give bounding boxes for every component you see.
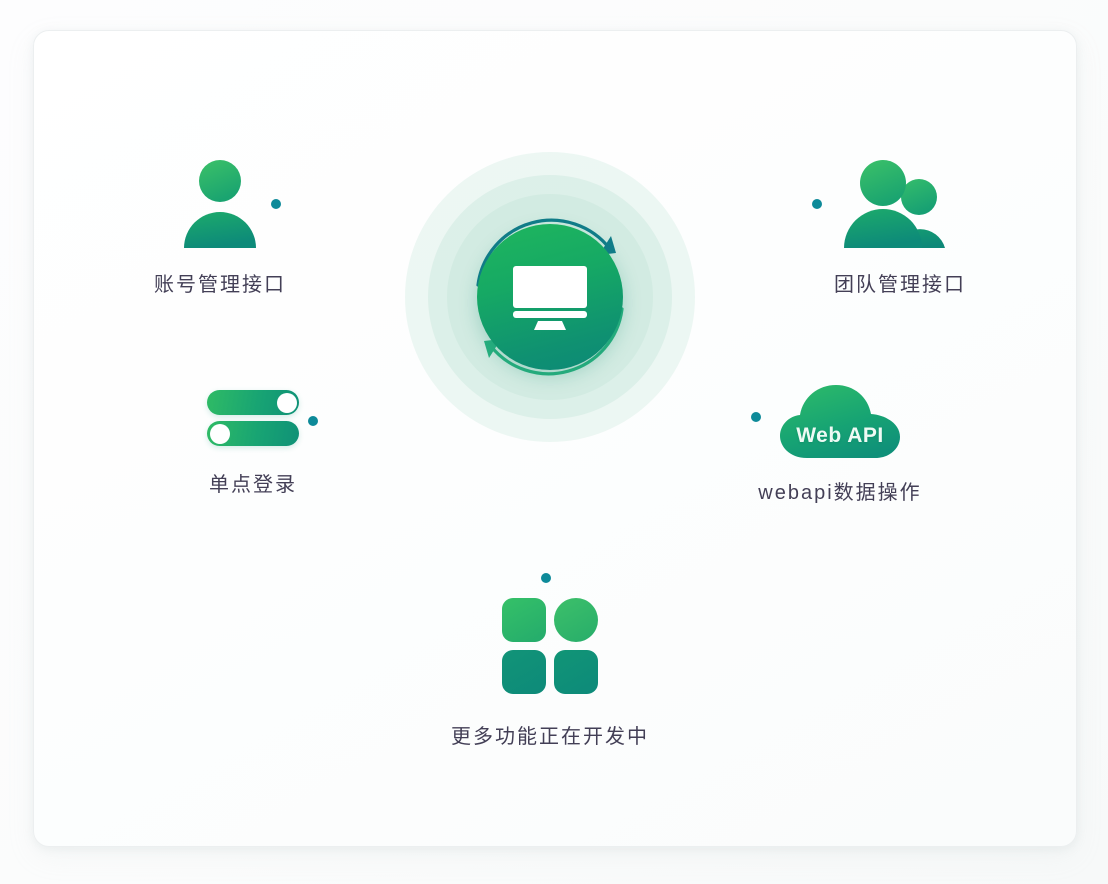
hub-core-circle — [477, 224, 623, 370]
toggle-switch-off[interactable] — [207, 421, 299, 446]
node-account-label: 账号管理接口 — [154, 274, 286, 296]
toggle-switches-icon[interactable] — [207, 390, 299, 446]
node-team[interactable]: 团队管理接口 — [810, 158, 990, 297]
cloud-badge-label: Web API — [796, 424, 884, 447]
grid-cell-bottom-left — [502, 650, 546, 694]
node-team-label: 团队管理接口 — [834, 274, 966, 296]
node-more-label: 更多功能正在开发中 — [451, 726, 649, 748]
monitor-icon — [513, 266, 587, 330]
grid-cell-bottom-right — [554, 650, 598, 694]
cloud-icon: Web API — [779, 384, 901, 460]
node-sso[interactable]: 单点登录 — [178, 390, 328, 497]
node-webapi-label: webapi数据操作 — [758, 482, 922, 504]
toggle-knob — [209, 423, 230, 444]
grid-cell-top-left — [502, 598, 546, 642]
grid-four-icon — [502, 598, 598, 694]
node-webapi[interactable]: Web API webapi数据操作 — [735, 384, 945, 505]
person-icon — [184, 160, 256, 248]
central-hub — [405, 152, 695, 442]
grid-cell-top-right — [554, 598, 598, 642]
node-sso-label: 单点登录 — [209, 474, 297, 496]
node-account[interactable]: 账号管理接口 — [140, 158, 300, 297]
toggle-knob — [276, 392, 297, 413]
people-group-icon — [844, 160, 945, 248]
toggle-switch-on[interactable] — [207, 390, 299, 415]
node-more[interactable]: 更多功能正在开发中 — [430, 598, 670, 749]
